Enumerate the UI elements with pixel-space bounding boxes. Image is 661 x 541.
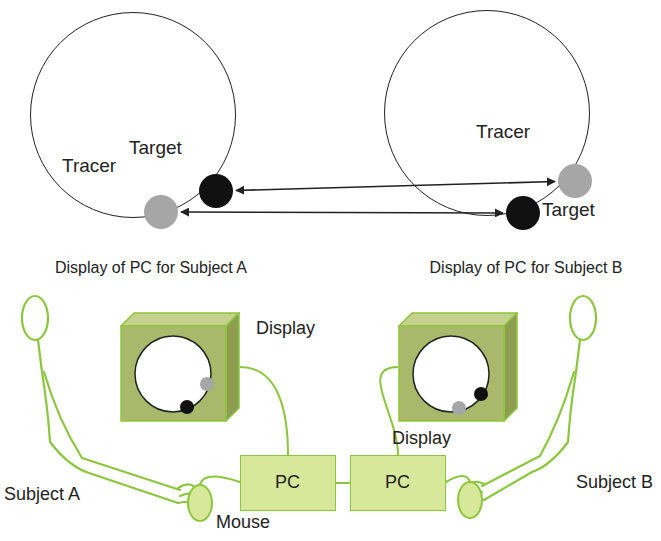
figure-label: Mouse [216, 512, 270, 533]
tracer-dot: Tracer [558, 164, 592, 198]
display-monitor: Display [398, 312, 518, 422]
pc-box: PC [350, 455, 446, 511]
shape-label: Display [392, 428, 451, 449]
cable-connector [336, 482, 350, 484]
tracer-dot: Tracer [144, 195, 178, 229]
mouse-shape [188, 485, 212, 521]
display-monitor: Display [120, 312, 240, 422]
display-outline: Display of PC for Subject ATargetTracer [30, 12, 236, 218]
shape-label: Target [542, 199, 595, 221]
display-outline: Display of PC for Subject BTracerTarget [384, 10, 590, 216]
shape-label: Target [129, 137, 182, 159]
link-arrow [181, 211, 503, 213]
mouse-shape [458, 482, 482, 518]
shape-label: Tracer [62, 155, 116, 177]
target-dot: Target [506, 196, 540, 230]
shape-label: Display [256, 318, 315, 339]
figure-label: Subject B [576, 472, 653, 493]
link-arrow [236, 182, 555, 191]
box-label: PC [275, 472, 300, 493]
shape-label: Tracer [476, 121, 530, 143]
cable-connector [240, 367, 288, 455]
box-label: PC [385, 472, 410, 493]
shape-label: Display of PC for Subject B [430, 259, 623, 277]
figure-label: Subject A [4, 484, 80, 505]
monitor-drawing [398, 312, 518, 422]
shape-label: Display of PC for Subject A [55, 259, 247, 277]
target-dot: Target [199, 174, 233, 208]
monitor-drawing [120, 312, 240, 422]
pc-box: PC [240, 455, 336, 511]
